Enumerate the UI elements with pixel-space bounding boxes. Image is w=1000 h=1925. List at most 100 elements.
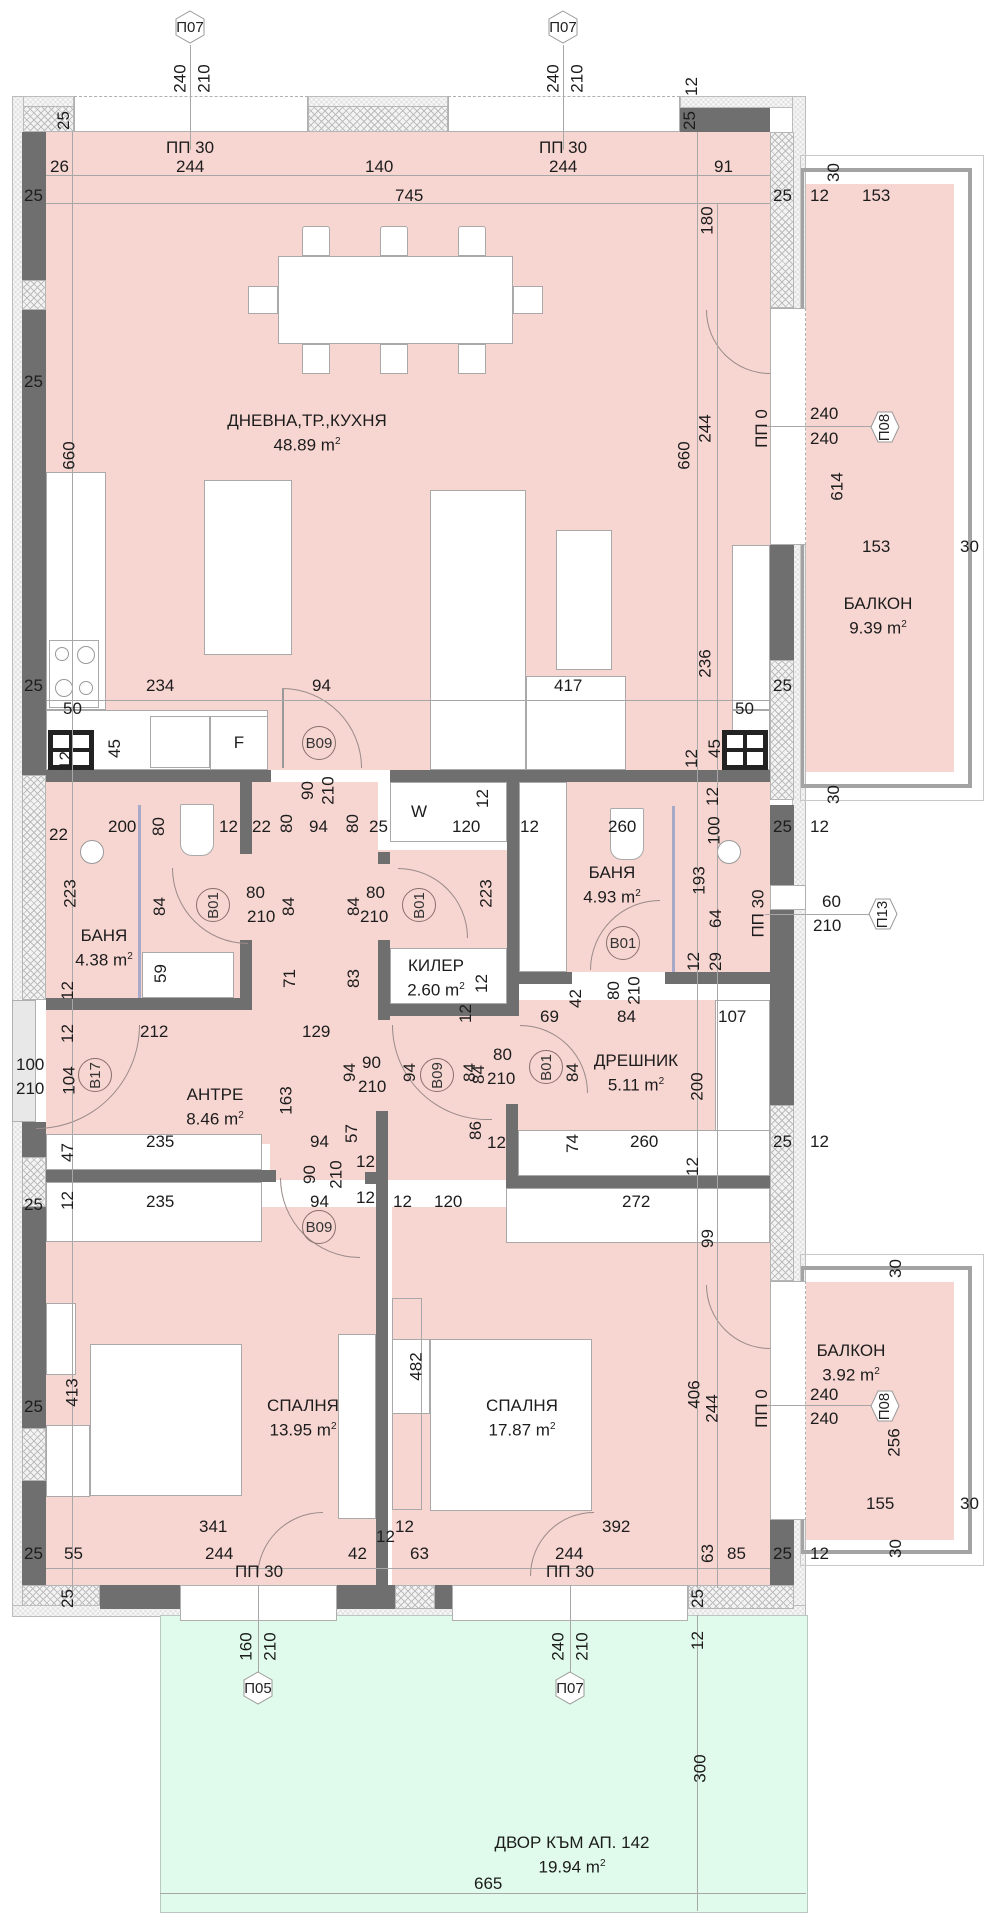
- nightstand: [46, 1303, 76, 1375]
- dimension: 12: [395, 1517, 414, 1536]
- dimension: 244: [555, 1544, 584, 1563]
- dimension: 614: [827, 472, 847, 501]
- room-label-balcony-top: БАЛКОН 9.39 m2: [844, 593, 913, 639]
- dimension: 12: [810, 1544, 829, 1563]
- dimension: 99: [697, 1229, 717, 1248]
- dimension: 30: [823, 163, 843, 182]
- door-tag-width: 90: [362, 1053, 381, 1072]
- room-name: КИЛЕР: [408, 956, 464, 975]
- storage-shelf: [390, 948, 507, 1004]
- wall-top-right-corner: [680, 108, 770, 132]
- room-balcony-top-inner: [806, 184, 954, 772]
- dimension: 223: [60, 879, 80, 908]
- dimension: 45: [104, 739, 124, 758]
- room-area: 17.87 m2: [488, 1420, 556, 1440]
- dimension: 80: [276, 814, 296, 833]
- dimension: 665: [474, 1874, 503, 1893]
- kitchen-island: [204, 480, 292, 655]
- dimension: 30: [960, 537, 979, 556]
- coffee-table: [556, 530, 612, 670]
- dimension: 22: [49, 825, 68, 844]
- insulation-left: [12, 96, 24, 1616]
- dimension: 417: [554, 676, 583, 695]
- shower-icon: [80, 840, 104, 864]
- tag-leader: [570, 1585, 571, 1673]
- door-tag-b09-bedroom-right: В09: [420, 1058, 454, 1092]
- wall-corridor-stub: [365, 1172, 377, 1184]
- dimension: 104: [59, 1066, 79, 1095]
- chair: [380, 344, 408, 374]
- dimension: 25: [24, 1195, 43, 1214]
- dimension: 153: [862, 186, 891, 205]
- door-tag-width: 80: [493, 1045, 512, 1064]
- dimension: 140: [365, 157, 394, 176]
- dimension: 260: [630, 1132, 659, 1151]
- dimension: 12: [520, 817, 539, 836]
- wall-right-living: [770, 545, 794, 660]
- window-tag-height: 240: [810, 1409, 839, 1428]
- dimension: 12: [687, 1631, 707, 1650]
- window-top-right: [448, 96, 680, 132]
- dimension: 47: [57, 1143, 77, 1162]
- wardrobe-right-bedroom: [392, 1298, 422, 1510]
- dimension: 94: [309, 817, 328, 836]
- wardrobe-bedroom: [46, 1182, 262, 1242]
- room-name: БАНЯ: [588, 863, 636, 882]
- dimension: 25: [53, 111, 73, 130]
- dimension: 80: [148, 817, 168, 836]
- sofa: [430, 490, 526, 770]
- wall-living-bath-left: [46, 770, 271, 782]
- room-corridor-2: [270, 1010, 390, 1180]
- dimension: 25: [24, 372, 43, 391]
- dimension: 12: [55, 751, 75, 770]
- dimension: 244: [695, 414, 715, 443]
- wall-left-upper: [22, 132, 46, 280]
- dimension: 244: [549, 157, 578, 176]
- window-right-bedroom: [770, 1281, 806, 1520]
- wall-closet-left: [506, 1104, 518, 1186]
- wall-storage-bottom: [378, 1004, 518, 1016]
- dim-line: [46, 700, 770, 701]
- dimension: 25: [773, 676, 792, 695]
- dimension: 12: [810, 1132, 829, 1151]
- stove-icon: [49, 640, 99, 708]
- wall-hatch-right-1: [770, 132, 794, 308]
- shower-divider: [672, 806, 675, 972]
- wall-hatch-top-mid: [308, 106, 448, 132]
- dimension: 260: [608, 817, 637, 836]
- wall-right-bath: [770, 805, 794, 885]
- room-label-bath-right: БАНЯ 4.93 m2: [583, 862, 641, 908]
- dimension: 94: [310, 1192, 329, 1211]
- dimension: 85: [727, 1544, 746, 1563]
- dimension: 244: [176, 157, 205, 176]
- sill-label: ПП 30: [235, 1562, 284, 1581]
- wall-bath-left-corridor-2: [240, 940, 252, 1010]
- sofa-chaise: [526, 676, 626, 770]
- wall-bottom-2: [337, 1585, 395, 1609]
- dimension: 660: [59, 441, 79, 470]
- room-area: 5.11 m2: [607, 1075, 665, 1095]
- dimension: 63: [697, 1544, 717, 1563]
- window-tag-p07-bottom: П07: [555, 1671, 585, 1705]
- dimension: 84: [459, 1063, 479, 1082]
- dimension: 25: [773, 817, 792, 836]
- bed-right: [430, 1339, 592, 1511]
- door-tag-height: 210: [247, 907, 276, 926]
- washing-machine: W: [390, 782, 507, 842]
- dim-line: [46, 1568, 770, 1569]
- window-tag-height: 210: [194, 64, 214, 93]
- dimension: 212: [140, 1022, 169, 1041]
- sill-label: ПП 30: [546, 1562, 595, 1581]
- dimension: 25: [773, 1544, 792, 1563]
- window-tag-width: 160: [236, 1632, 256, 1661]
- wall-bottom-1: [100, 1585, 180, 1609]
- washbasin: [142, 952, 234, 998]
- dim-line: [697, 132, 698, 1587]
- dimension: 120: [452, 817, 481, 836]
- tag-leader: [765, 426, 875, 427]
- door-tag-height: 210: [487, 1069, 516, 1088]
- wall-bottom-3: [435, 1585, 452, 1609]
- tag-leader: [258, 1585, 259, 1673]
- window-tag-height: 240: [810, 429, 839, 448]
- sill-label: ПП 0: [751, 1389, 771, 1428]
